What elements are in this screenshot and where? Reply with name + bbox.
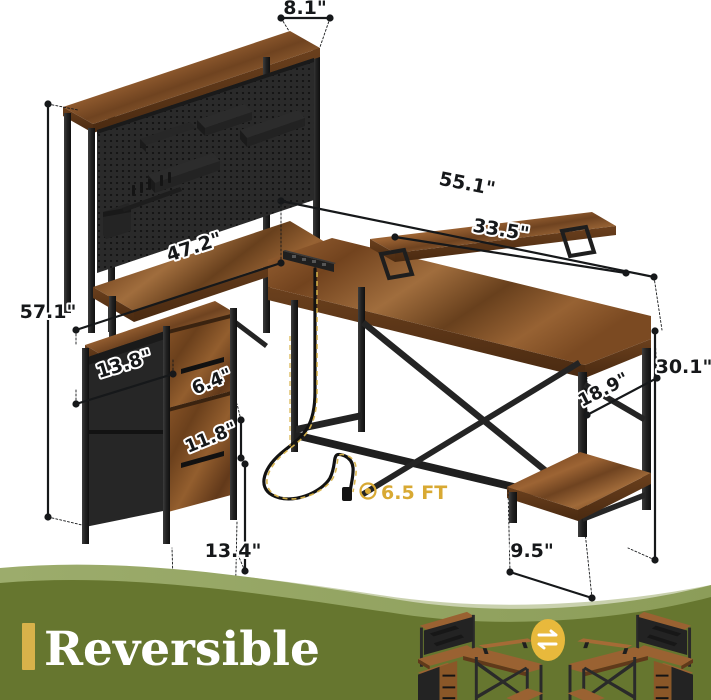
dimension-left-desktop-width <box>72 201 285 346</box>
cabinet-top-surface <box>85 301 235 357</box>
cord-length-label: 6.5 FT <box>381 482 447 504</box>
pegboard-hook <box>132 172 171 196</box>
drawer-handle[interactable] <box>181 451 224 468</box>
main-desktop-front-edge <box>268 287 585 378</box>
dimension-drawer-large <box>237 460 249 575</box>
drawer-lower-edge <box>168 390 235 412</box>
desk-leg <box>358 287 365 432</box>
cabinet-post <box>82 348 89 538</box>
bottom-shelf-edge <box>578 473 651 521</box>
banner-accent-bar <box>22 623 35 670</box>
bottom-storage-shelf <box>507 452 651 523</box>
left-desk-leg <box>109 296 116 348</box>
thumbnail-left-facing-configuration <box>418 611 544 700</box>
banner-title: Reversible <box>44 622 320 677</box>
bottom-shelf-edge <box>507 487 578 521</box>
dimension-label-desk-height: 30.1" <box>656 356 711 378</box>
drawer-cabinet <box>82 301 237 544</box>
power-outlet-strip <box>283 250 336 272</box>
pegboard-accessory-tray <box>240 110 305 147</box>
hutch-front-post <box>88 128 95 333</box>
power-outlet-icon-core <box>365 488 371 494</box>
monitor-shelf-edge <box>370 239 395 262</box>
cord-plug <box>342 487 352 501</box>
desk-leg <box>291 300 298 452</box>
bottom-shelf-surface <box>507 452 651 510</box>
dimension-hutch-top-depth <box>277 14 334 48</box>
pegboard-accessory-tray <box>140 122 196 152</box>
cord-highlight-dashes <box>266 272 357 500</box>
thumbnail-right-facing-configuration <box>567 611 693 700</box>
dimension-drawer-small <box>236 403 245 462</box>
desk-side-brace <box>583 382 646 422</box>
main-desktop <box>268 238 651 378</box>
hutch-front-post <box>64 113 71 313</box>
dimension-bottom-shelf <box>506 487 596 602</box>
drawer-upper[interactable] <box>168 313 235 408</box>
cabinet-post <box>230 308 237 504</box>
left-desktop-surface <box>93 221 330 311</box>
hutch-assembly <box>63 31 320 333</box>
main-desktop-side-edge <box>585 339 651 378</box>
dimension-overall-width <box>277 197 663 331</box>
power-cord <box>262 267 357 501</box>
desk-side-brace <box>583 492 645 522</box>
bottom-shelf-leg <box>509 492 517 523</box>
hutch-top-shelf <box>63 31 320 124</box>
monitor-shelf-leg <box>559 224 597 259</box>
pegboard-accessory-tray <box>197 104 252 136</box>
dimension-desk-height <box>627 327 659 564</box>
dimension-label-hutch-top-depth: 8.1" <box>283 0 327 19</box>
drawer-lower[interactable] <box>168 390 235 512</box>
drawer-handle[interactable] <box>181 357 224 374</box>
dimension-label-bottom-shelf: 9.5" <box>510 540 554 562</box>
desk-stretcher <box>296 412 362 433</box>
cord-length-callout: 6.5 FT <box>359 482 447 504</box>
dimension-overall-height <box>44 100 83 526</box>
drawer-upper-edge <box>168 313 235 334</box>
cabinet-side-divider <box>85 430 168 434</box>
dimension-label-overall-height: 57.1" <box>20 301 77 323</box>
cabinet-side-top <box>85 330 168 366</box>
left-desk-brace <box>228 316 268 348</box>
dimension-label-cabinet-width: 13.4" <box>205 540 262 562</box>
desk-leg <box>642 348 651 510</box>
dimension-monitor-shelf <box>391 233 630 277</box>
power-outlet-icon <box>359 482 377 500</box>
pegboard-hook-bar <box>122 187 182 212</box>
cabinet-foot <box>230 498 237 520</box>
swap-arrows-icon <box>531 619 565 661</box>
cabinet-foot <box>163 518 170 544</box>
cabinet-foot <box>82 522 89 544</box>
pegboard-top-edge <box>97 58 314 134</box>
cabinet-side-panel <box>85 330 168 527</box>
dimension-cabinet-top-depth <box>72 357 177 408</box>
monitor-shelf-edge <box>395 226 616 262</box>
monitor-shelf-leg <box>378 247 415 281</box>
desk-cross-brace <box>361 360 581 497</box>
cabinet-post <box>163 326 170 524</box>
main-desktop-surface <box>268 238 651 365</box>
desk-cross-brace <box>361 320 583 502</box>
hutch-post <box>313 48 320 298</box>
